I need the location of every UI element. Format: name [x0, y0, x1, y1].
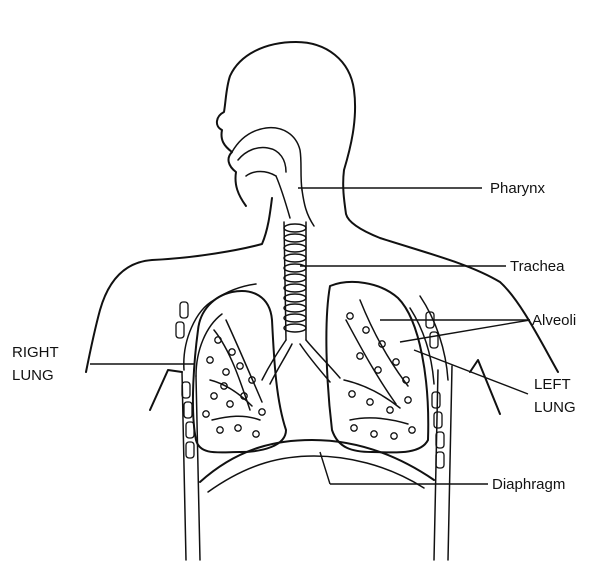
labels: Pharynx Trachea Alveoli RIGHT LUNG LEFT …: [12, 180, 576, 493]
alveolus: [378, 340, 386, 348]
rib-segment: [183, 401, 193, 419]
alveolus: [258, 408, 266, 416]
alveolus: [362, 326, 370, 334]
rib-segment: [185, 421, 195, 439]
alveolus: [404, 396, 412, 404]
label-pharynx: Pharynx: [490, 180, 546, 197]
alveolus: [386, 406, 394, 414]
alveolus: [252, 430, 260, 438]
rib-segment: [181, 381, 191, 399]
rib-segment: [435, 431, 445, 449]
rib-segment: [433, 411, 443, 429]
alveolus: [202, 410, 210, 418]
alveolus: [222, 368, 230, 376]
label-alveoli: Alveoli: [532, 312, 576, 329]
alveolus: [234, 424, 242, 432]
rib-segment: [175, 321, 185, 339]
alveolus: [408, 426, 416, 434]
alveolus: [348, 390, 356, 398]
alveolus: [392, 358, 400, 366]
alveoli-clusters: [175, 301, 445, 469]
rib-segment: [431, 391, 441, 409]
alveolus: [350, 424, 358, 432]
alveolus: [402, 376, 410, 384]
body-outline: [85, 41, 559, 373]
alveolus: [216, 426, 224, 434]
alveolus: [206, 356, 214, 364]
label-left-lung-line2: LUNG: [534, 399, 576, 416]
alveolus: [220, 382, 228, 390]
alveolus: [374, 366, 382, 374]
rib-cage: [149, 283, 501, 561]
label-left-lung-line1: LEFT: [534, 376, 571, 393]
label-trachea: Trachea: [510, 258, 565, 275]
right-lung: [191, 290, 287, 454]
label-right-lung-line2: LUNG: [12, 367, 54, 384]
alveolus: [210, 392, 218, 400]
rib-segment: [435, 451, 445, 469]
alveolus: [370, 430, 378, 438]
alveolus: [366, 398, 374, 406]
alveolus: [356, 352, 364, 360]
trachea: [261, 221, 341, 385]
alveolus: [346, 312, 354, 320]
rib-segment: [185, 441, 195, 459]
alveolus: [390, 432, 398, 440]
left-lung: [325, 281, 430, 454]
label-right-lung-line1: RIGHT: [12, 344, 59, 361]
nasal-oral-cavity: [231, 126, 315, 227]
label-diaphragm: Diaphragm: [492, 476, 565, 493]
alveolus: [240, 392, 248, 400]
diaphragm: [199, 439, 435, 493]
rib-segment: [179, 301, 189, 319]
alveolus: [226, 400, 234, 408]
alveolus: [228, 348, 236, 356]
alveolus: [214, 336, 222, 344]
alveolus: [236, 362, 244, 370]
rib-segment: [429, 331, 439, 349]
alveolus: [248, 376, 256, 384]
leader-lines: [90, 187, 531, 485]
